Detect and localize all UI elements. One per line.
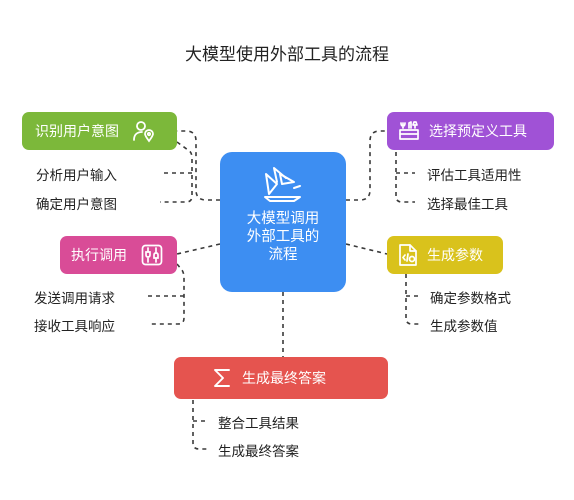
sub-evaluate-tools: 评估工具适用性	[427, 168, 522, 184]
node-answer-label: 生成最终答案	[242, 371, 326, 387]
sub-integrate-results: 整合工具结果	[218, 416, 299, 432]
toolbox-icon	[397, 119, 421, 143]
sub-param-values: 生成参数值	[430, 319, 498, 335]
node-select-label: 选择预定义工具	[429, 124, 527, 140]
diagram-title: 大模型使用外部工具的流程	[185, 45, 389, 65]
code-file-icon	[397, 243, 419, 267]
node-execute-label: 执行调用	[71, 248, 127, 264]
sub-param-format: 确定参数格式	[430, 291, 511, 307]
node-execute-call: 执行调用	[60, 236, 177, 274]
sub-analyze-input: 分析用户输入	[36, 168, 117, 184]
sub-generate-answer: 生成最终答案	[218, 444, 299, 460]
node-params-label: 生成参数	[427, 248, 483, 264]
node-recognize-label: 识别用户意图	[35, 124, 119, 140]
plug-icon	[141, 244, 163, 266]
user-location-icon	[131, 119, 155, 143]
sailboat-icon	[260, 164, 306, 204]
node-recognize-intent: 识别用户意图	[22, 112, 177, 150]
sigma-icon	[212, 367, 232, 389]
center-label: 大模型调用 外部工具的 流程	[246, 211, 320, 263]
node-final-answer: 生成最终答案	[174, 357, 388, 399]
sub-select-best-tool: 选择最佳工具	[427, 197, 508, 213]
sub-send-request: 发送调用请求	[34, 291, 115, 307]
node-generate-params: 生成参数	[387, 236, 503, 274]
center-node: 大模型调用 外部工具的 流程	[220, 152, 346, 292]
sub-receive-response: 接收工具响应	[34, 319, 115, 335]
node-select-tool: 选择预定义工具	[387, 112, 554, 150]
sub-determine-intent: 确定用户意图	[36, 197, 117, 213]
